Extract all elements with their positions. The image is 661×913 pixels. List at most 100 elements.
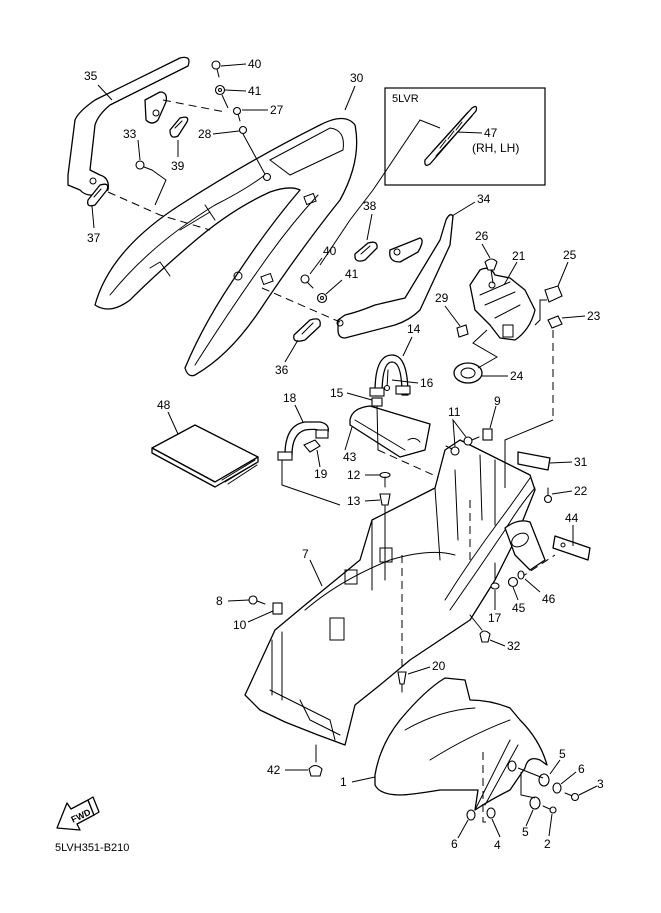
- grab-bar-34[interactable]: [336, 214, 454, 339]
- bolt-22[interactable]: [543, 487, 553, 504]
- callout-26: 26: [475, 229, 489, 243]
- grommet-24[interactable]: [453, 362, 483, 384]
- callout-41-lower: 41: [345, 267, 359, 281]
- callout-28: 28: [198, 127, 212, 141]
- callout-22: 22: [574, 484, 588, 498]
- nut-28[interactable]: [238, 125, 248, 135]
- callout-32: 32: [507, 639, 521, 653]
- callout-37: 37: [87, 231, 101, 245]
- cover-43[interactable]: [349, 405, 431, 458]
- grommet-32[interactable]: [479, 630, 491, 643]
- callout-10: 10: [233, 618, 247, 632]
- spacer-39[interactable]: [169, 116, 189, 138]
- seat-cowl-30[interactable]: [94, 117, 358, 377]
- callout-40-top: 40: [248, 57, 262, 71]
- clip-15[interactable]: [371, 397, 383, 407]
- cap-26[interactable]: [484, 258, 498, 271]
- damper-6-lower[interactable]: [466, 809, 476, 821]
- inset-label: 5LVR: [392, 93, 419, 105]
- band-18[interactable]: [277, 421, 329, 461]
- callout-16: 16: [420, 376, 434, 390]
- cap-42[interactable]: [308, 764, 323, 777]
- callout-44: 44: [565, 511, 579, 525]
- bolt-40-top[interactable]: [211, 60, 221, 78]
- washer-41-lower[interactable]: [316, 292, 328, 304]
- spacer-38[interactable]: [354, 241, 378, 262]
- washer-41-top[interactable]: [214, 84, 226, 96]
- callout-3: 3: [597, 777, 604, 791]
- label-31[interactable]: [517, 451, 551, 471]
- callout-45: 45: [512, 601, 526, 615]
- callout-1: 1: [340, 775, 347, 789]
- clip-25[interactable]: [544, 285, 563, 303]
- band-14[interactable]: [369, 354, 411, 397]
- callout-35: 35: [84, 69, 98, 83]
- callout-15: 15: [330, 386, 344, 400]
- spacer-37[interactable]: [87, 183, 109, 207]
- nut-45[interactable]: [507, 576, 519, 588]
- spacer-36[interactable]: [293, 318, 321, 342]
- bolt-40-lower[interactable]: [300, 274, 314, 289]
- callout-17: 17: [488, 611, 502, 625]
- collar-5-lower[interactable]: [529, 796, 541, 810]
- callout-25: 25: [563, 248, 577, 262]
- bolt-8[interactable]: [248, 595, 266, 605]
- nut-4[interactable]: [486, 807, 496, 819]
- screw-27[interactable]: [232, 106, 242, 122]
- callout-9: 9: [494, 394, 501, 408]
- callout-39: 39: [171, 159, 185, 173]
- washer-46[interactable]: [517, 570, 525, 580]
- callout-33: 33: [123, 127, 137, 141]
- inset-5lvr: 5LVR 47 (RH, LH): [319, 87, 546, 266]
- callout-11: 11: [448, 405, 461, 419]
- reflector-44[interactable]: [552, 535, 591, 561]
- rivet-16[interactable]: [383, 369, 391, 392]
- emblem-47[interactable]: [424, 105, 478, 166]
- clip-29[interactable]: [456, 324, 469, 338]
- screw-12[interactable]: [379, 471, 391, 488]
- front-fender-1[interactable]: [374, 677, 548, 811]
- collar-5-upper[interactable]: [538, 773, 550, 787]
- callout-7: 7: [302, 547, 309, 561]
- inset-frame: [384, 87, 546, 186]
- clip-19[interactable]: [303, 439, 321, 453]
- bolt-33[interactable]: [135, 160, 153, 171]
- nut-10[interactable]: [272, 602, 283, 615]
- callout-30: 30: [350, 71, 364, 85]
- bolt-3[interactable]: [564, 792, 580, 802]
- nut-9[interactable]: [482, 428, 493, 441]
- nut-23[interactable]: [547, 315, 563, 329]
- callout-21: 21: [512, 249, 526, 263]
- fwd-arrow-icon: FWD: [56, 796, 100, 831]
- callout-42: 42: [267, 763, 281, 777]
- callout-41-top: 41: [248, 84, 262, 98]
- rear-fender-7[interactable]: [244, 439, 546, 746]
- callout-40-lower: 40: [323, 244, 337, 258]
- callout-14: 14: [407, 322, 421, 336]
- callout-43: 43: [343, 450, 357, 464]
- bracket-21[interactable]: [469, 267, 536, 341]
- callout-12: 12: [347, 468, 361, 482]
- callout-5-upper: 5: [559, 747, 566, 761]
- bolt-2[interactable]: [542, 805, 557, 814]
- callout-6-upper: 6: [578, 762, 585, 776]
- owners-manual-48[interactable]: [151, 424, 259, 488]
- callout-8: 8: [216, 594, 223, 608]
- callout-24: 24: [510, 369, 524, 383]
- grab-bar-35[interactable]: [67, 56, 190, 196]
- callout-47: 47: [484, 126, 498, 140]
- washer-17[interactable]: [490, 582, 500, 590]
- callout-5-lower: 5: [522, 825, 529, 839]
- callout-19: 19: [314, 467, 328, 481]
- damper-6-upper[interactable]: [552, 782, 562, 794]
- callout-4: 4: [494, 838, 501, 852]
- rivet-20[interactable]: [397, 671, 407, 693]
- figure-code: 5LVH351-B210: [55, 842, 129, 854]
- callout-36: 36: [275, 363, 289, 377]
- callout-34: 34: [477, 192, 491, 206]
- callout-18: 18: [283, 391, 297, 405]
- callout-13: 13: [347, 494, 361, 508]
- rivet-13[interactable]: [379, 493, 391, 506]
- callout-2: 2: [544, 837, 551, 851]
